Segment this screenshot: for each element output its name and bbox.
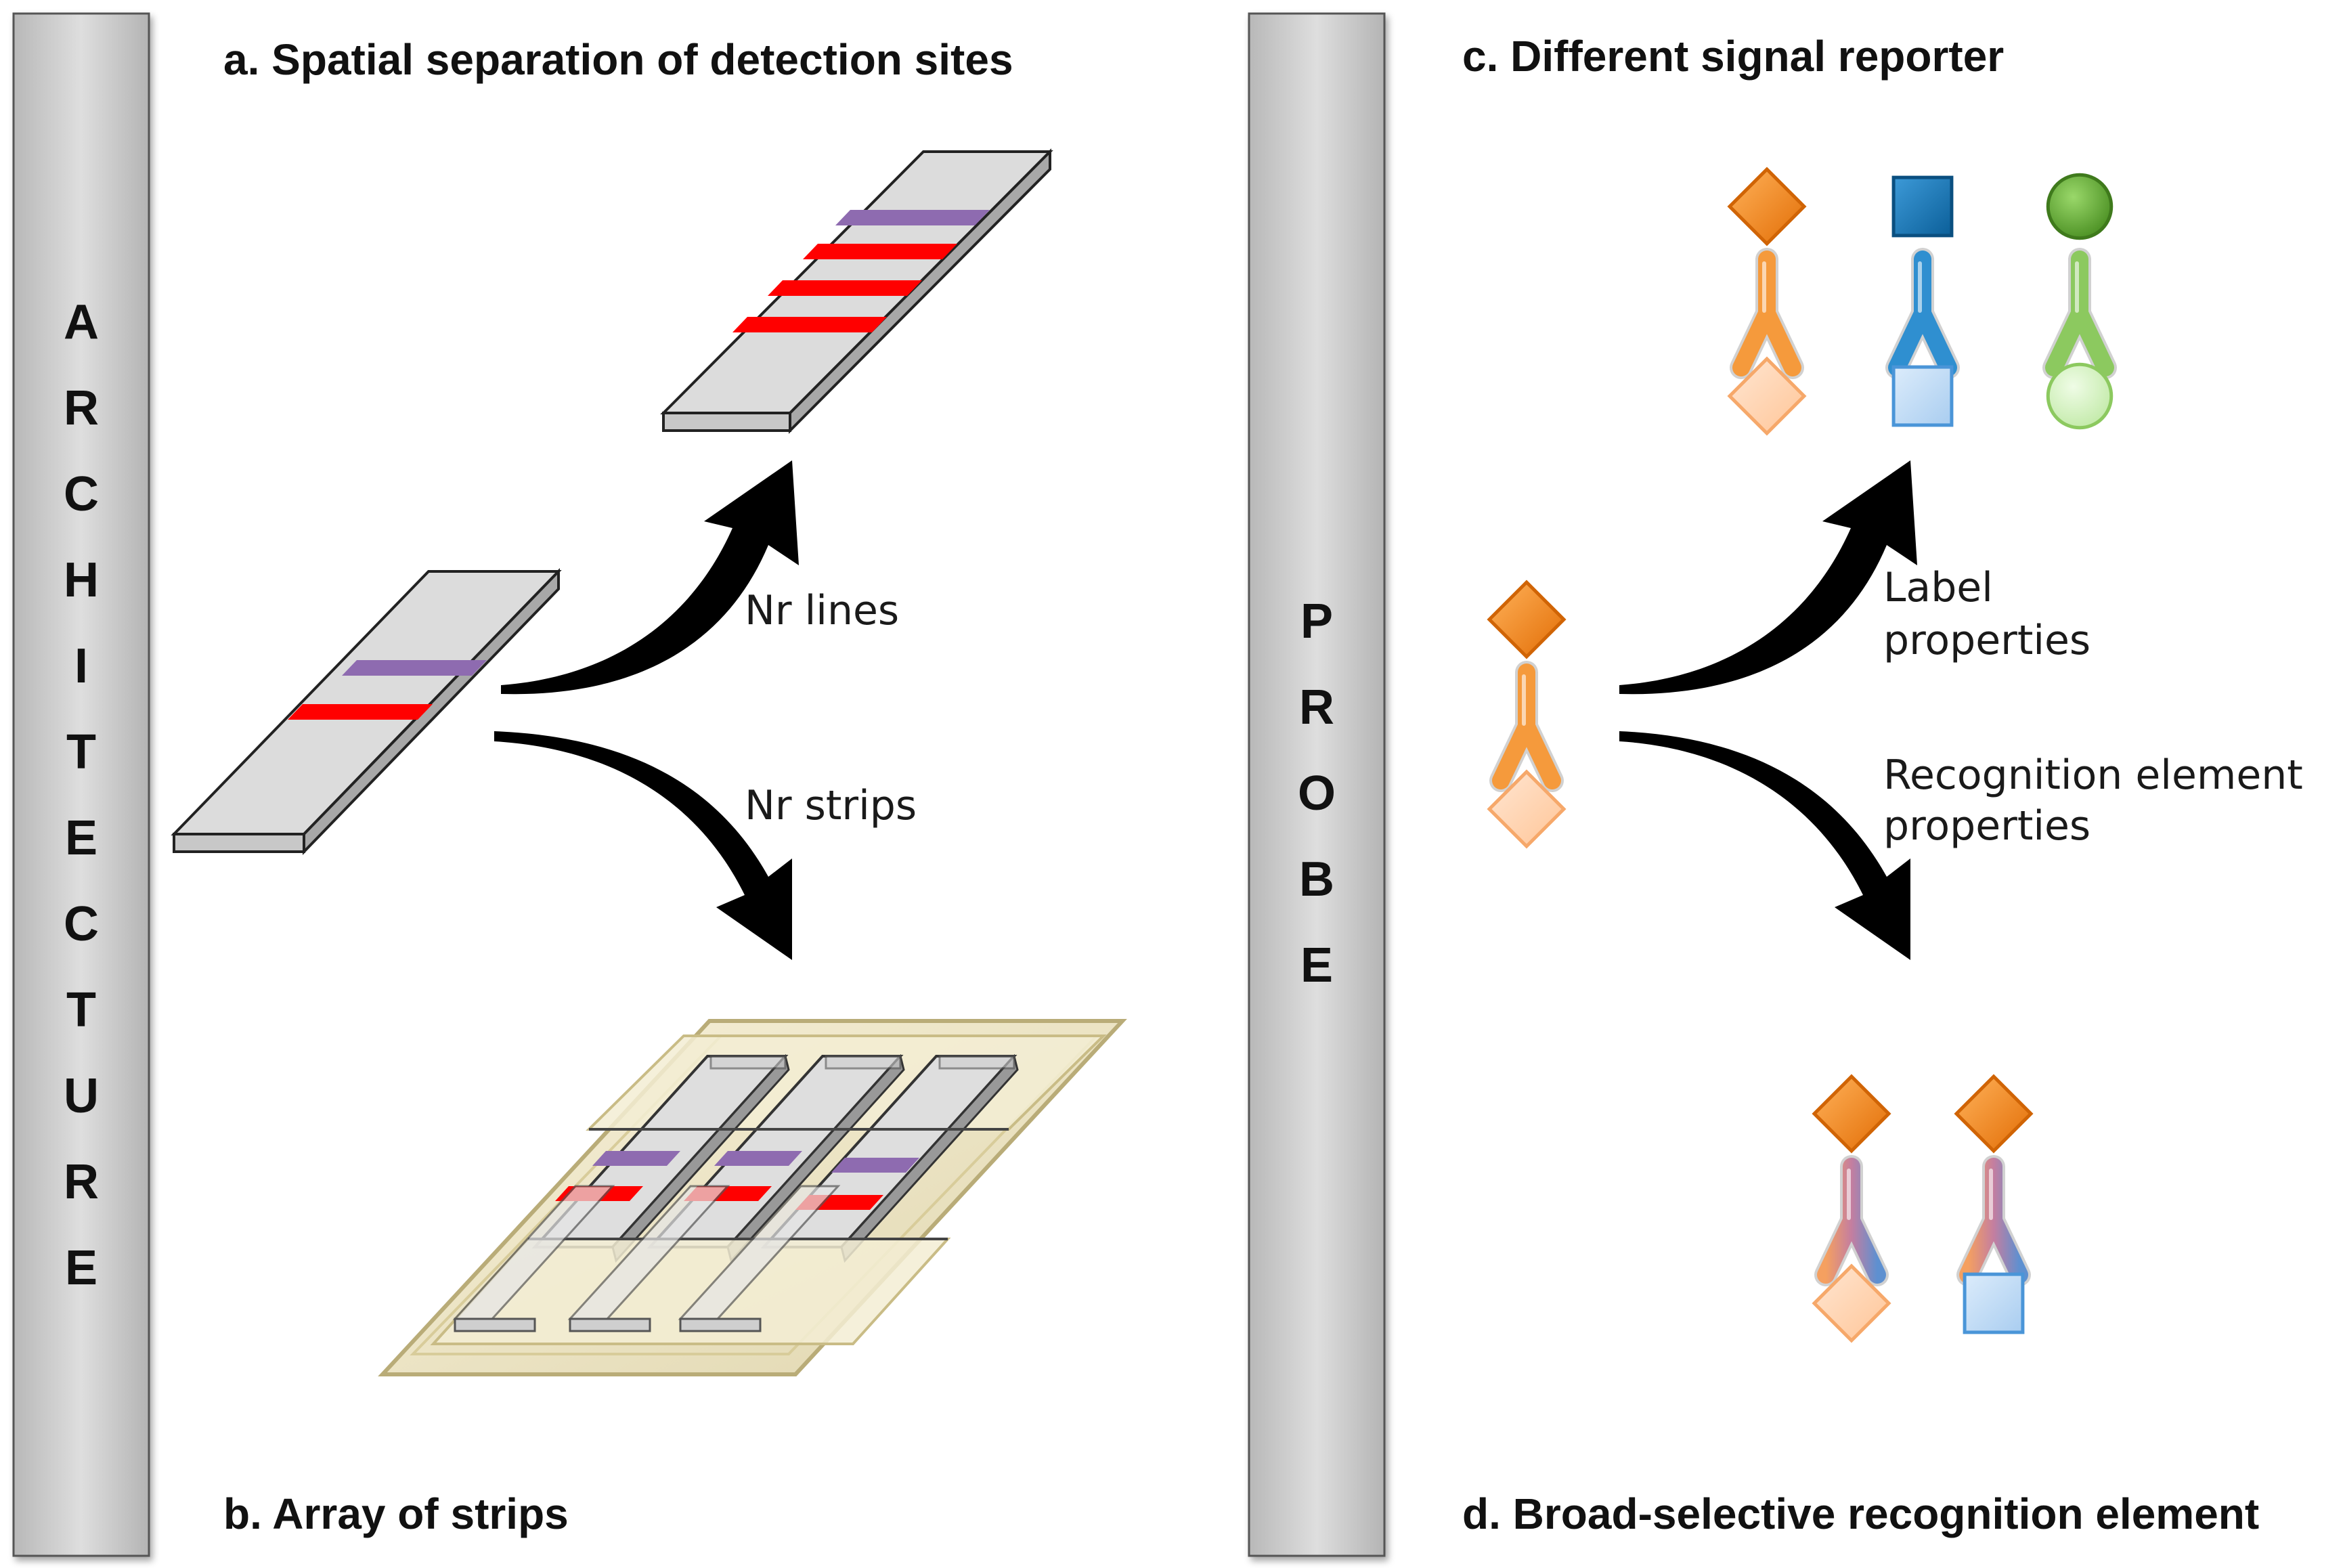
broad-1-label-diamond-icon	[1812, 1074, 1891, 1154]
probe-central-target-diamond-icon	[1487, 769, 1567, 849]
architecture-letter-1: R	[64, 381, 99, 435]
architecture-letter-4: I	[74, 639, 88, 693]
label-label-properties-2: properties	[1883, 617, 2090, 664]
test-line	[288, 704, 433, 720]
panel-d-title: d. Broad-selective recognition element	[1462, 1489, 2259, 1538]
probe-letter-0: P	[1300, 594, 1333, 649]
architecture-letter-8: T	[66, 983, 96, 1037]
architecture-letter-6: E	[65, 811, 97, 865]
reporter-orange-label-diamond-icon	[1727, 167, 1807, 246]
probe-letter-2: O	[1298, 766, 1336, 821]
label-label-properties-1: Label	[1883, 564, 1993, 611]
reporter-green-target-circle-icon	[2046, 362, 2114, 430]
test-line-2	[768, 280, 922, 296]
reporter-green-label-circle-icon	[2046, 173, 2114, 240]
architecture-letter-7: C	[64, 897, 99, 951]
reporter-orange-antibody-icon	[1730, 248, 1804, 379]
reporter-green-antibody-icon	[2042, 248, 2117, 379]
broad-2-label-diamond-icon	[1954, 1074, 2034, 1154]
control-line	[835, 210, 990, 225]
broad-2-target-square-icon	[1963, 1272, 2025, 1334]
arrow-label-properties	[1619, 460, 1917, 695]
probe-letter-1: R	[1299, 680, 1334, 735]
reporter-blue-antibody-icon	[1885, 248, 1960, 379]
architecture-letter-5: T	[66, 725, 96, 779]
architecture-letter-11: E	[65, 1241, 97, 1295]
strip-array	[378, 1019, 1127, 1376]
multiline-strip	[660, 148, 1053, 434]
broad-1-target-diamond-icon	[1812, 1263, 1891, 1343]
reporter-blue-target-square-icon	[1891, 365, 1954, 427]
reporter-orange-target-diamond-icon	[1727, 356, 1807, 436]
label-recognition-properties-2: properties	[1883, 802, 2090, 850]
control-line	[342, 660, 487, 676]
test-line-3	[732, 317, 887, 332]
probe-icons	[1487, 167, 2117, 1343]
probe-letter-4: E	[1300, 938, 1333, 993]
architecture-letter-10: R	[64, 1155, 99, 1209]
arrow-recognition-properties	[1619, 731, 1910, 960]
broad-2-antibody-icon	[1956, 1155, 2031, 1286]
panel-b-title: b. Array of strips	[223, 1489, 569, 1538]
panel-a-title: a. Spatial separation of detection sites	[223, 35, 1013, 84]
architecture-letter-2: C	[64, 467, 99, 521]
label-nr-strips: Nr strips	[745, 782, 917, 829]
arrow-nr-strips	[494, 731, 792, 960]
label-recognition-properties-1: Recognition element	[1883, 752, 2303, 799]
probe-central-antibody-icon	[1489, 661, 1564, 792]
reporter-blue-label-square-icon	[1891, 175, 1954, 238]
probe-central-label-diamond-icon	[1487, 580, 1567, 659]
broad-1-antibody-icon	[1814, 1155, 1889, 1286]
label-nr-lines: Nr lines	[745, 587, 899, 634]
architecture-letter-9: U	[64, 1069, 99, 1123]
arrow-nr-lines	[501, 460, 799, 695]
architecture-letter-3: H	[64, 553, 99, 607]
panel-c-title: c. Different signal reporter	[1462, 32, 2004, 81]
architecture-letter-0: A	[64, 295, 99, 349]
probe-letter-3: B	[1299, 852, 1334, 907]
test-line-1	[803, 244, 957, 259]
single-strip	[171, 568, 562, 855]
